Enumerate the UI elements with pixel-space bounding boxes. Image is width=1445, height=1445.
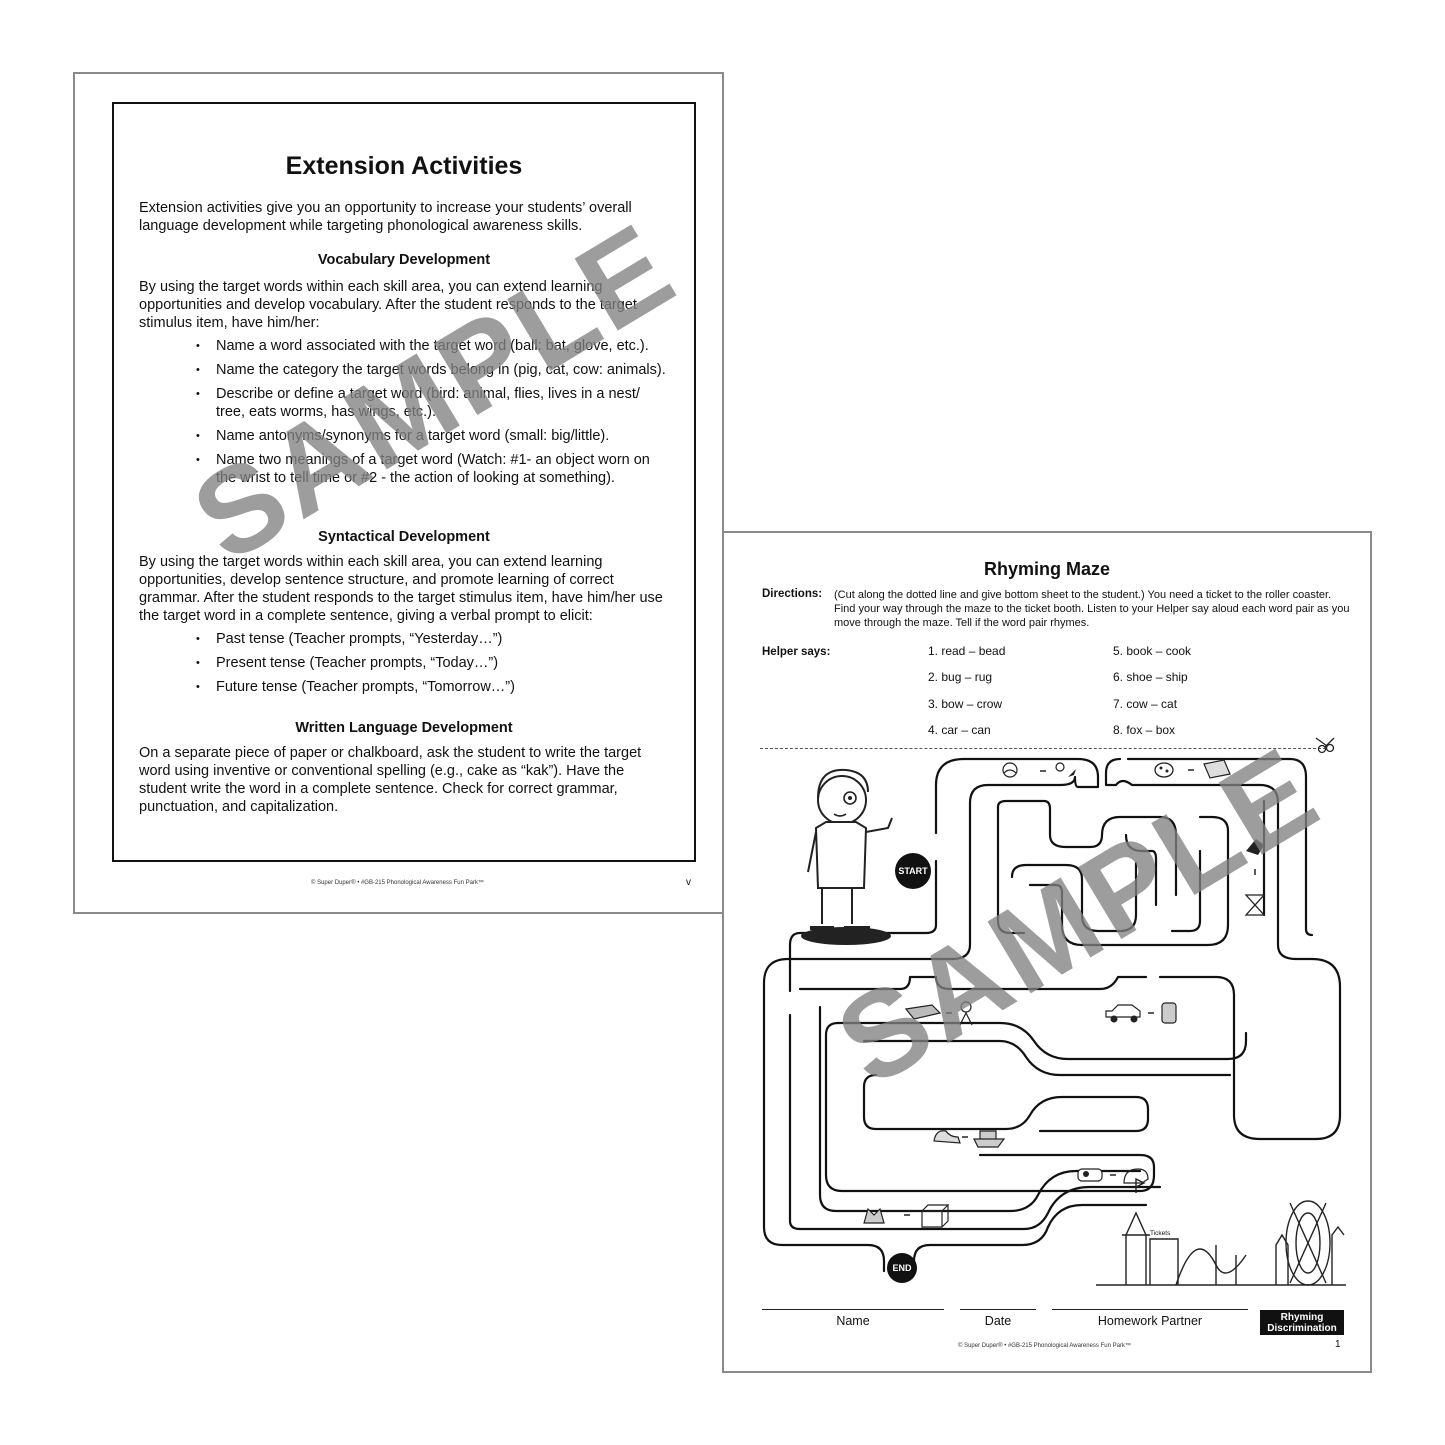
amusement-park-illustration: Tickets	[1096, 1177, 1346, 1286]
crow-and-bow-icons	[1244, 839, 1266, 916]
vocabulary-paragraph: By using the target words within each sk…	[139, 279, 637, 331]
tickets-sign: Tickets	[1150, 1230, 1171, 1237]
name-label: Name	[836, 1314, 870, 1328]
written-heading: Written Language Development	[295, 720, 513, 736]
word-pair: 7. cow – cat	[1113, 697, 1178, 711]
date-line	[960, 1309, 1036, 1310]
syntax-paragraph: By using the target words within each sk…	[139, 554, 663, 624]
cut-dotted-line	[760, 748, 1326, 749]
badge-line: Discrimination	[1267, 1323, 1337, 1334]
car-and-can-icons	[1105, 1002, 1177, 1024]
word-pair: 4. car – can	[928, 723, 991, 737]
shoe-and-ship-icons	[933, 1130, 1006, 1148]
word-pair: 8. fox – box	[1113, 723, 1176, 737]
badge-line: Rhyming	[1280, 1312, 1324, 1323]
word-pair: 5. book – cook	[1113, 644, 1192, 658]
boy-character-illustration	[801, 768, 893, 945]
vocabulary-item: Name a word associated with the target w…	[196, 337, 666, 355]
vocabulary-list: Name a word associated with the target w…	[196, 337, 666, 493]
syntax-item: Present tense (Teacher prompts, “Today…”…	[196, 654, 666, 672]
vocabulary-item: Name two meanings of a target word (Watc…	[196, 451, 666, 487]
rhyming-maze-page: Rhyming Maze Directions: (Cut along the …	[722, 531, 1372, 1373]
book-and-cook-icons	[904, 1001, 973, 1026]
fox-and-box-icons	[863, 1204, 950, 1228]
page-footer: © Super Duper® • #GB-215 Phonological Aw…	[958, 1343, 1131, 1349]
end-marker: END	[887, 1253, 917, 1283]
intro-paragraph: Extension activities give you an opportu…	[139, 200, 632, 234]
homework-partner-line	[1052, 1309, 1248, 1310]
extension-activities-page: Extension Activities Extension activitie…	[73, 72, 724, 914]
directions-text: (Cut along the dotted line and give bott…	[834, 589, 1350, 629]
directions-label: Directions:	[762, 588, 823, 600]
vocabulary-item: Name the category the target words belon…	[196, 361, 666, 379]
word-pair: 1. read – bead	[928, 644, 1006, 658]
helper-says-label: Helper says:	[762, 646, 831, 658]
syntax-list: Past tense (Teacher prompts, “Yesterday……	[196, 630, 666, 702]
syntax-item: Future tense (Teacher prompts, “Tomorrow…	[196, 678, 666, 696]
homework-partner-label: Homework Partner	[1097, 1314, 1203, 1328]
syntax-heading: Syntactical Development	[318, 529, 490, 545]
name-line	[762, 1309, 944, 1310]
date-label: Date	[984, 1314, 1012, 1328]
scissors-icon	[1315, 737, 1335, 754]
page-title: Extension Activities	[285, 152, 523, 180]
page-number: v	[686, 877, 691, 888]
page-number: 1	[1335, 1339, 1341, 1350]
word-pair: 2. bug – rug	[928, 670, 993, 684]
skill-badge: Rhyming Discrimination	[1260, 1310, 1344, 1335]
vocabulary-item: Name antonyms/synonyms for a target word…	[196, 427, 666, 445]
page-title: Rhyming Maze	[983, 559, 1111, 579]
content-frame: Extension Activities Extension activitie…	[112, 102, 696, 862]
vocabulary-heading: Vocabulary Development	[317, 252, 491, 268]
worm-and-bead-icons	[1002, 762, 1076, 778]
bug-and-rug-icons	[1154, 759, 1231, 779]
syntax-item: Past tense (Teacher prompts, “Yesterday……	[196, 630, 666, 648]
written-paragraph: On a separate piece of paper or chalkboa…	[139, 745, 642, 815]
cow-and-cat-icons	[1077, 1168, 1149, 1184]
word-pair: 6. shoe – ship	[1113, 670, 1188, 684]
page-footer: © Super Duper® • #GB-215 Phonological Aw…	[311, 880, 484, 886]
start-marker: START	[895, 853, 931, 889]
word-pair: 3. bow – crow	[928, 697, 1003, 711]
vocabulary-item: Describe or define a target word (bird: …	[196, 385, 666, 421]
maze	[762, 757, 1342, 1273]
